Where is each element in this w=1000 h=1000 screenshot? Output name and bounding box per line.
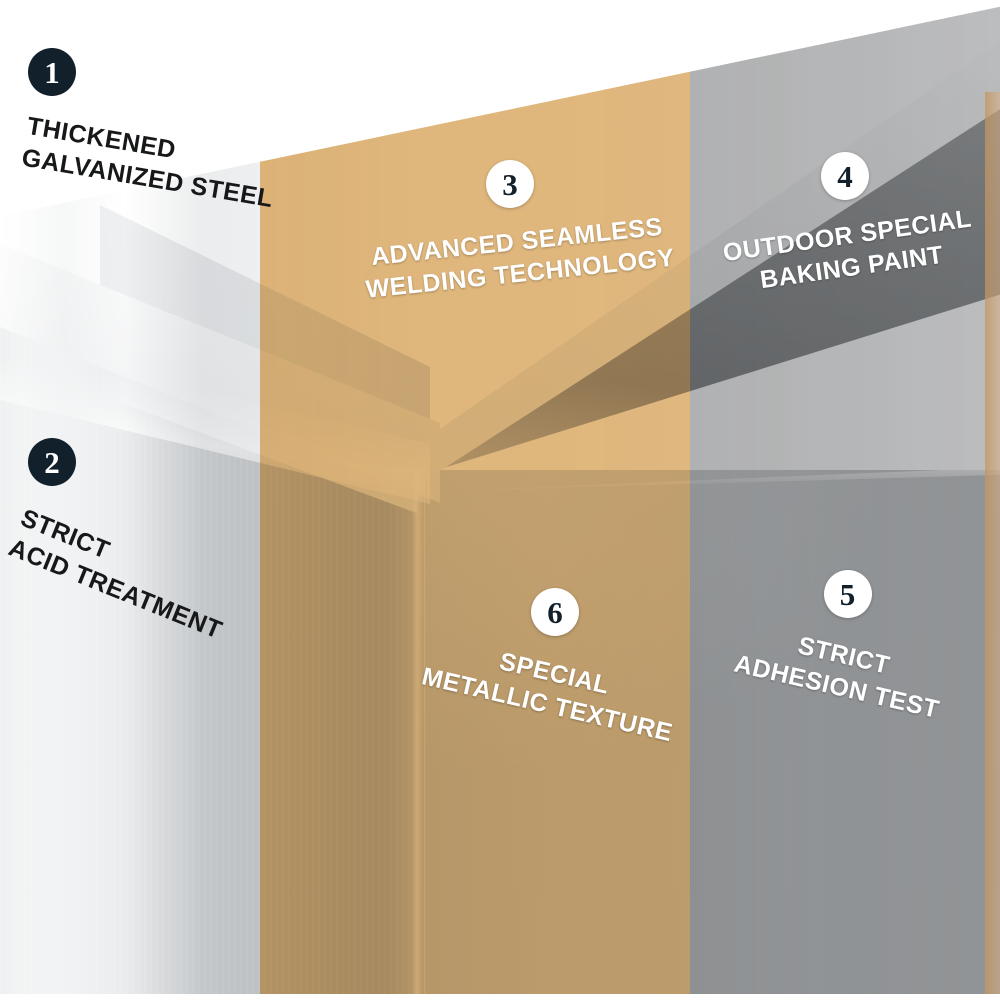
- callout-6: 6 SPECIAL METALLIC TEXTURE: [419, 588, 686, 747]
- callout-1: 1 THICKENED GALVANIZED STEEL: [20, 48, 284, 213]
- callout-6-badge-wrap: 6: [430, 588, 680, 636]
- callout-4-badge-wrap: 4: [710, 152, 980, 200]
- callout-1-badge: 1: [28, 48, 76, 96]
- callout-4: 4 OUTDOOR SPECIAL BAKING PAINT: [710, 152, 980, 294]
- callout-5: 5 STRICT ADHESION TEST: [720, 570, 975, 724]
- callout-3-badge: 3: [486, 160, 534, 208]
- callout-6-badge: 6: [531, 588, 579, 636]
- band-gray-highlight: [690, 0, 1000, 1000]
- callout-2-badge: 2: [28, 438, 76, 486]
- callout-4-badge: 4: [821, 152, 869, 200]
- bottom-white-strip: [0, 994, 1000, 1000]
- callout-2: 2 STRICT ACID TREATMENT: [5, 438, 255, 645]
- box-right-edge-strip: [985, 92, 1000, 1000]
- band-tan-highlight: [260, 0, 690, 1000]
- callout-5-badge: 5: [823, 570, 872, 618]
- callout-3: 3 ADVANCED SEAMLESS WELDING TECHNOLOGY: [360, 160, 676, 304]
- callout-5-badge-wrap: 5: [720, 570, 975, 618]
- band-tan: [260, 0, 690, 1000]
- callout-3-badge-wrap: 3: [360, 160, 660, 208]
